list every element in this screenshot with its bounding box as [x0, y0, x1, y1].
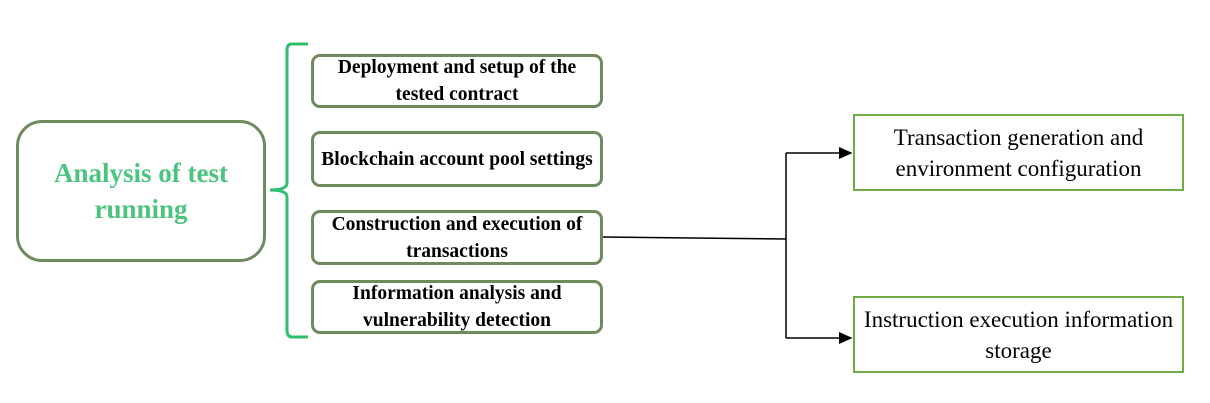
- main-node: Analysis of test running: [16, 120, 266, 262]
- connector-line: [602, 153, 787, 338]
- step-node-analysis: Information analysis and vulnerability d…: [311, 280, 603, 334]
- output-node-transaction-generation: Transaction generation and environment c…: [853, 114, 1184, 191]
- step-node-transactions: Construction and execution of transactio…: [311, 210, 603, 265]
- step-node-deployment: Deployment and setup of the tested contr…: [311, 54, 603, 108]
- curly-bracket: [269, 42, 308, 339]
- step-node-account-pool: Blockchain account pool settings: [311, 131, 603, 187]
- output-node-instruction-storage: Instruction execution information storag…: [853, 296, 1184, 373]
